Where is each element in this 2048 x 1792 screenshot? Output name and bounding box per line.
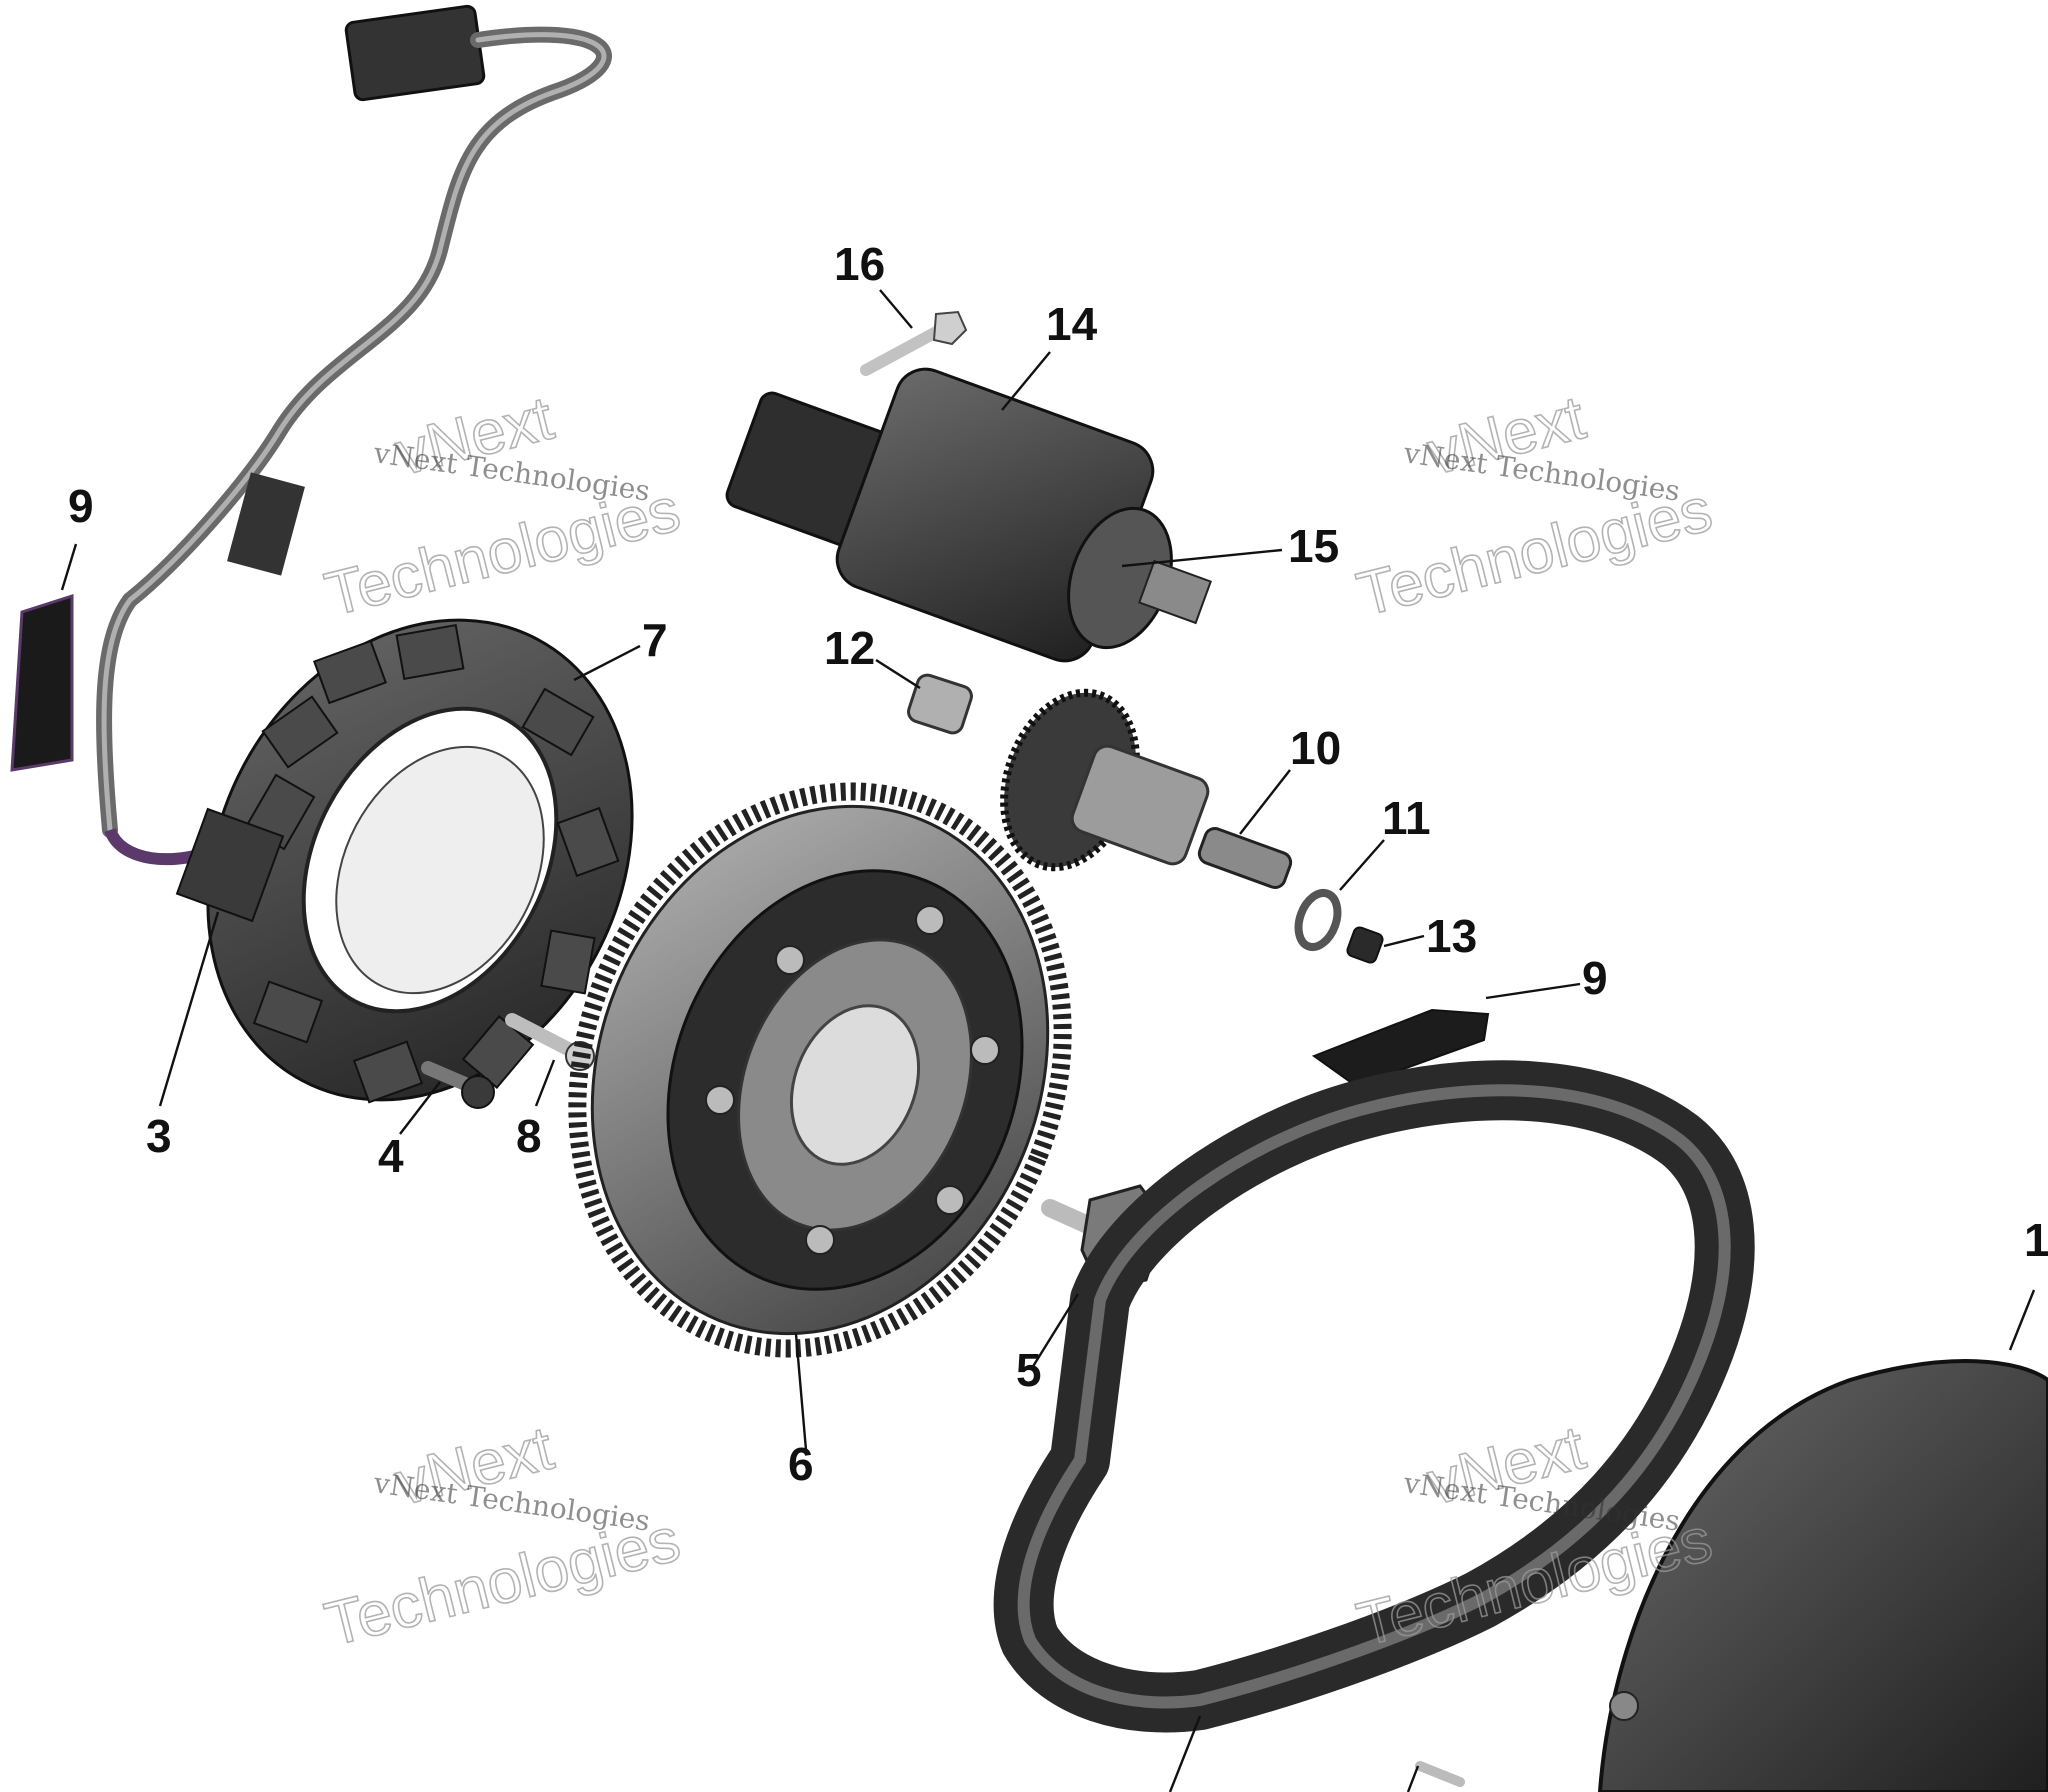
bolt-16 xyxy=(860,310,968,376)
wiring-harness xyxy=(96,4,612,866)
screw-4 xyxy=(421,1061,495,1109)
callout-1: 1 xyxy=(2024,1214,2048,1266)
watermark-top-left-technologies: Technologies xyxy=(319,475,687,630)
watermark-top-left: vNext vNext Technologies Technologies xyxy=(318,383,687,631)
callout-13: 13 xyxy=(1426,910,1477,962)
callout-16: 16 xyxy=(834,238,885,290)
callout-12: 12 xyxy=(824,622,875,674)
callout-6: 6 xyxy=(788,1438,814,1490)
starter-drive xyxy=(1000,688,1293,889)
callouts: 1 3 4 5 6 7 8 9 9 10 11 12 13 14 15 16 xyxy=(68,238,2048,1490)
leader-lines xyxy=(60,289,2036,1792)
callout-4: 4 xyxy=(378,1130,404,1182)
callout-3: 3 xyxy=(146,1110,172,1162)
callout-8: 8 xyxy=(516,1110,542,1162)
callout-14: 14 xyxy=(1046,298,1098,350)
cover-bracket xyxy=(993,1060,1755,1733)
watermark-top-right: vNext vNext Technologies Technologies xyxy=(1350,382,1719,630)
engine-cover xyxy=(1597,1359,2048,1792)
watermark-bottom-left-technologies: Technologies xyxy=(319,1505,687,1660)
gasket-strip-left xyxy=(10,593,74,772)
callout-15: 15 xyxy=(1288,520,1339,572)
callout-9-left: 9 xyxy=(68,480,94,532)
starter-motor xyxy=(725,367,1212,663)
callout-10: 10 xyxy=(1290,722,1341,774)
watermark-bottom-left: vNext vNext Technologies Technologies xyxy=(318,1413,687,1661)
callout-5: 5 xyxy=(1016,1344,1042,1396)
stator xyxy=(175,618,634,1104)
washer-11 xyxy=(1294,888,1342,952)
flywheel xyxy=(568,782,1072,1358)
callout-11: 11 xyxy=(1382,792,1431,844)
bushing-12 xyxy=(907,673,973,735)
nut-13 xyxy=(1346,926,1384,964)
bolt-bottom xyxy=(1415,1761,1465,1787)
callout-7: 7 xyxy=(642,614,668,666)
gasket-strip-right xyxy=(1311,1008,1490,1088)
watermark-top-right-technologies: Technologies xyxy=(1351,475,1719,630)
callout-9-right: 9 xyxy=(1582,952,1608,1004)
